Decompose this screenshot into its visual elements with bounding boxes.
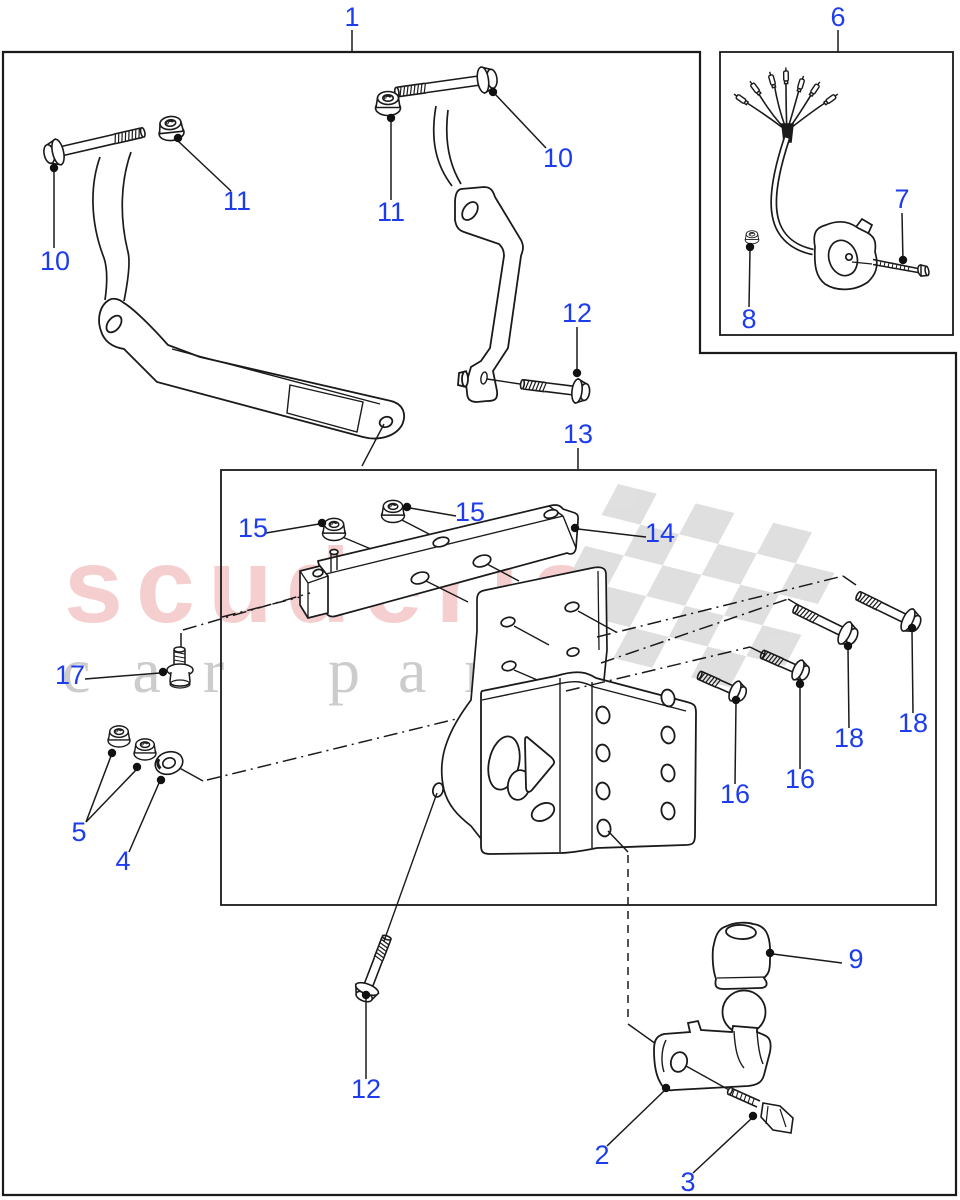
kit-frame-box-1 (1, 50, 958, 1197)
callout-2: 2 (594, 1140, 609, 1170)
bolt-12-upper (518, 371, 592, 406)
callout-12-lower: 12 (351, 1074, 381, 1104)
callout-7: 7 (894, 184, 909, 214)
callout-17: 17 (55, 660, 85, 690)
nut-15-right (380, 499, 406, 524)
callout-8: 8 (741, 304, 756, 334)
nut-5a (107, 725, 131, 748)
bolt-18-left (787, 596, 863, 651)
wiring-harness (731, 66, 841, 256)
mounting-bar-14 (299, 504, 579, 619)
bolt-12-lower (350, 930, 400, 1006)
callout-18-left: 18 (834, 723, 864, 753)
nut-11-right (374, 90, 402, 117)
assembly-axis-lines (173, 575, 857, 1045)
callout-1: 1 (344, 2, 359, 32)
bracket-channel (480, 671, 697, 855)
socket-plug (813, 217, 878, 291)
screw-7 (872, 258, 930, 277)
side-arm-long (98, 297, 405, 467)
watermark-tagline-car: car (62, 635, 266, 706)
callout-dots (49, 87, 917, 1121)
callout-15-right: 15 (455, 497, 485, 527)
callout-4: 4 (115, 846, 130, 876)
nut-5b (133, 738, 157, 761)
electrics-kit-box-6 (719, 51, 954, 336)
callout-14: 14 (645, 518, 675, 548)
callout-10-right: 10 (543, 143, 573, 173)
tow-ball-cover-cap (711, 921, 772, 990)
bolt-10-right (392, 64, 500, 107)
callout-leader-lines (53, 30, 914, 1174)
assembly-guide-curves (92, 105, 462, 302)
callout-labels: 1 6 10 11 10 11 12 13 7 8 15 15 14 17 5 … (40, 2, 928, 1197)
bolt-3 (726, 1086, 794, 1134)
callout-3: 3 (680, 1167, 695, 1197)
side-arm-short (454, 186, 524, 403)
callout-12-upper: 12 (562, 298, 592, 328)
callout-6: 6 (830, 2, 845, 32)
screw-17 (166, 646, 194, 689)
bracket-kit-box-13 (220, 469, 937, 906)
callout-9: 9 (848, 944, 863, 974)
callout-10-left: 10 (40, 246, 70, 276)
callout-15-left: 15 (238, 513, 268, 543)
callout-5: 5 (71, 817, 86, 847)
washer-4 (150, 746, 188, 780)
bolt-10-left (40, 118, 149, 169)
callout-11-left: 11 (223, 186, 251, 216)
callout-18-right: 18 (898, 708, 928, 738)
callout-16-right: 16 (785, 764, 815, 794)
tow-ball-bracket (653, 989, 772, 1092)
nut-8 (744, 230, 760, 245)
callout-11-right: 11 (377, 197, 405, 227)
callout-16-left: 16 (720, 779, 750, 809)
callout-13: 13 (563, 419, 593, 449)
